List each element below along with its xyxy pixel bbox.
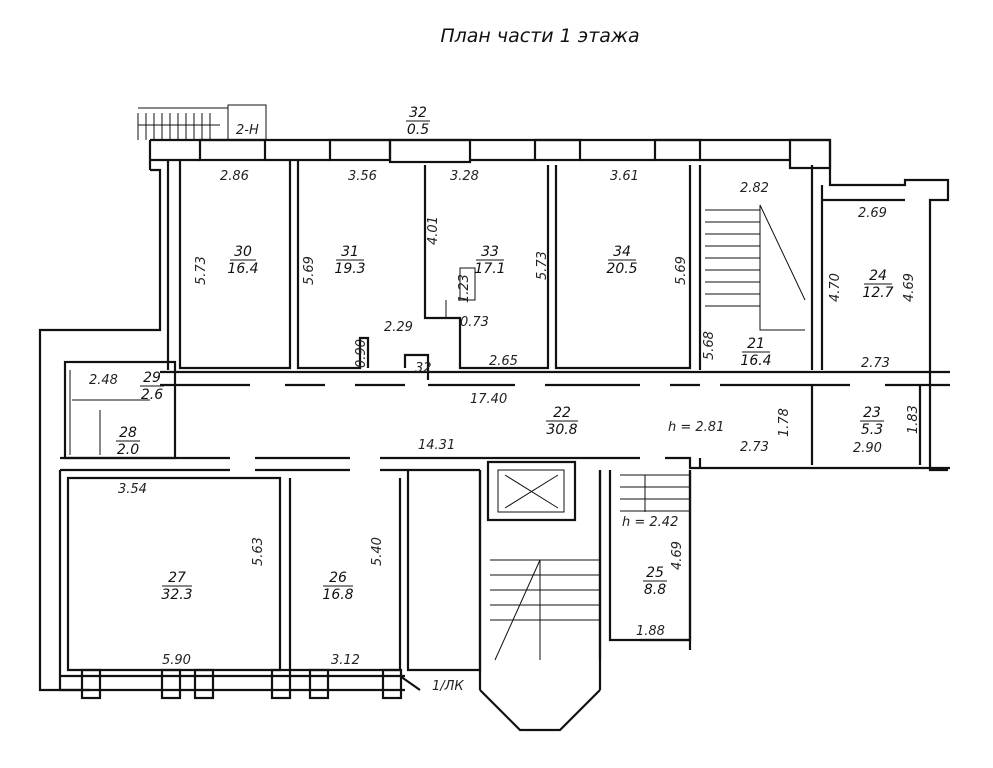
- niche-marker: 32: [415, 361, 432, 376]
- plan-label: 3.54: [118, 482, 147, 497]
- plan-label: 2.73: [861, 356, 890, 371]
- plan-label: 16.8: [322, 587, 353, 603]
- plan-label: 4.69: [670, 541, 685, 570]
- plan-label: 3.61: [610, 169, 639, 184]
- plan-label: 5.69: [302, 256, 317, 285]
- room-32: 320.5: [406, 105, 430, 138]
- plan-label: 14.31: [418, 438, 455, 453]
- plan-label: 23: [863, 405, 881, 421]
- plan-label: 0.5: [407, 122, 429, 138]
- plan-label: 4.01: [426, 216, 441, 245]
- room-23: 235.3: [860, 405, 884, 438]
- room-25: 258.8: [643, 565, 667, 598]
- plan-label: 29: [143, 370, 161, 386]
- plan-label: 30: [234, 244, 252, 260]
- plan-label: 2.73: [740, 440, 769, 455]
- plan-label: 1.78: [777, 408, 792, 437]
- plan-label: 8.8: [644, 582, 666, 598]
- plan-label: 27: [168, 570, 186, 586]
- dimension-labels: 2.86 3.56 3.28 3.61 2.82 2.69 5.73 5.69 …: [89, 123, 921, 694]
- plan-label: 5.3: [861, 422, 883, 438]
- plan-label: 32.3: [161, 587, 192, 603]
- stairs: [137, 104, 806, 661]
- plan-label: 16.4: [227, 261, 258, 277]
- plan-label: 0.90: [354, 339, 369, 368]
- plan-label: 17.1: [474, 261, 505, 277]
- plan-label: 22: [553, 405, 571, 421]
- plan-label: 2.29: [384, 320, 413, 335]
- ceiling-height-stair: h = 2.42: [622, 515, 678, 530]
- entrance-marker-top: 2-Н: [236, 123, 259, 138]
- plan-label: 5.40: [370, 537, 385, 566]
- ceiling-height-corridor: h = 2.81: [668, 420, 724, 435]
- plan-label: 2.65: [489, 354, 518, 369]
- plan-label: 25: [646, 565, 664, 581]
- plan-label: 12.7: [862, 285, 893, 301]
- plan-label: 28: [119, 425, 137, 441]
- plan-label: 17.40: [470, 392, 507, 407]
- plan-label: 2.0: [117, 442, 139, 458]
- plan-label: 3.56: [348, 169, 377, 184]
- plan-label: 5.73: [194, 256, 209, 285]
- plan-label: 24: [869, 268, 887, 284]
- plan-label: 2.6: [141, 387, 163, 403]
- plan-label: 2.86: [220, 169, 249, 184]
- plan-label: 0.73: [460, 315, 489, 330]
- plan-label: 26: [329, 570, 347, 586]
- plan-label: 2.69: [858, 206, 887, 221]
- plan-label: 20.5: [606, 261, 637, 277]
- plan-label: 1.83: [906, 405, 921, 434]
- plan-label: 4.70: [828, 273, 843, 302]
- plan-label: 5.73: [535, 251, 550, 280]
- plan-label: 16.4: [740, 353, 771, 369]
- room-29: 292.6: [140, 370, 164, 403]
- plan-label: 2.90: [853, 441, 882, 456]
- plan-label: 30.8: [546, 422, 577, 438]
- plan-label: 1.88: [636, 624, 665, 639]
- entrance-marker-bottom: 1/ЛК: [432, 679, 464, 694]
- plan-label: 33: [481, 244, 499, 260]
- plan-label: 1.23: [457, 274, 472, 303]
- plan-label: 5.90: [162, 653, 191, 668]
- plan-label: 31: [341, 244, 359, 260]
- plan-label: 5.63: [251, 537, 266, 566]
- plan-label: 4.69: [902, 273, 917, 302]
- room-28: 282.0: [116, 425, 140, 458]
- plan-label: 19.3: [334, 261, 365, 277]
- plan-label: 3.28: [450, 169, 479, 184]
- plan-label: 32: [409, 105, 427, 121]
- walls: [38, 138, 950, 732]
- plan-label: 2.48: [89, 373, 118, 388]
- plan-label: 5.69: [674, 256, 689, 285]
- plan-title: План части 1 этажа: [440, 25, 639, 47]
- plan-label: 34: [613, 244, 631, 260]
- plan-label: 2.82: [740, 181, 769, 196]
- plan-label: 3.12: [331, 653, 360, 668]
- plan-label: 21: [747, 336, 765, 352]
- plan-label: 5.68: [702, 331, 717, 360]
